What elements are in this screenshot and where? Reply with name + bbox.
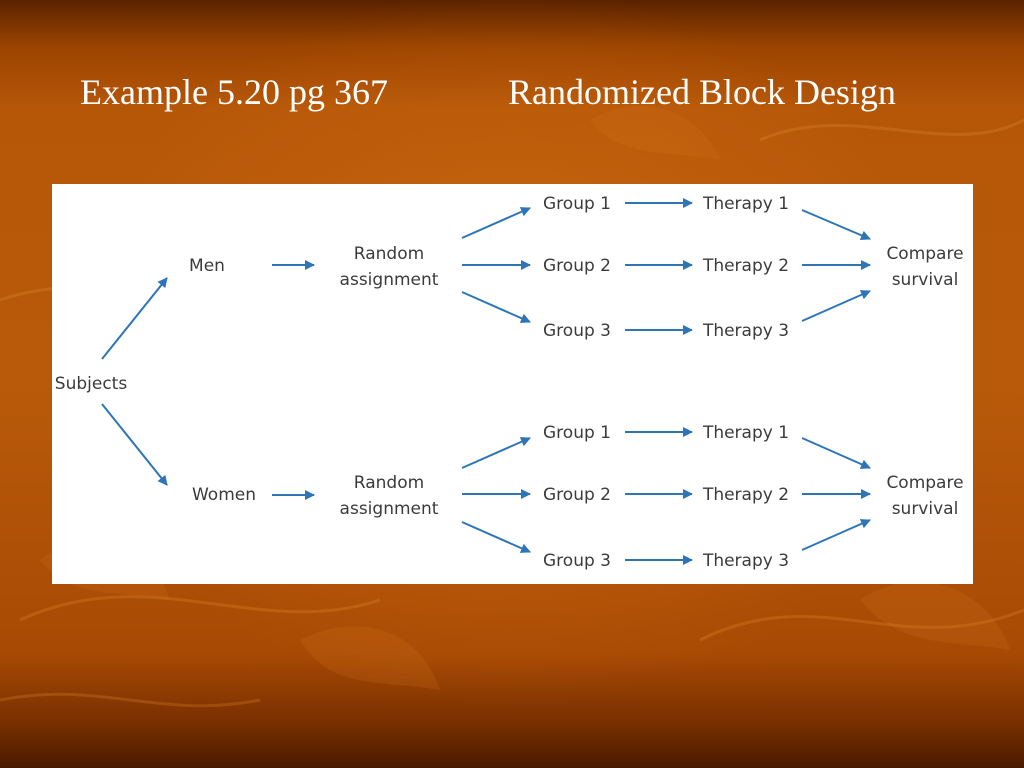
- slide-title-design: Randomized Block Design: [508, 72, 896, 112]
- arrow-women-therapy1-to-compare: [801, 437, 871, 469]
- arrow-men-therapy1-to-compare: [801, 209, 871, 241]
- arrow-men-assignment-to-group1: [461, 207, 531, 239]
- node-women-group-2: Group 2: [543, 485, 611, 505]
- node-women: Women: [192, 485, 256, 505]
- arrow-women-therapy3-to-compare: [801, 519, 871, 551]
- slide-title-example: Example 5.20 pg 367: [80, 72, 388, 112]
- node-men-assignment-line1: Random: [354, 244, 424, 264]
- node-women-therapy-1: Therapy 1: [702, 423, 789, 443]
- arrow-men-assignment-to-group3: [461, 291, 531, 323]
- node-men-group-3: Group 3: [543, 321, 611, 341]
- node-men-group-2: Group 2: [543, 256, 611, 276]
- diagram-nodes: Subjects Men Random assignment Group 1 G…: [55, 194, 964, 571]
- node-men-therapy-3: Therapy 3: [702, 321, 789, 341]
- arrow-men-therapy3-to-compare: [801, 290, 871, 322]
- diagram-arrows: [101, 198, 871, 565]
- node-women-therapy-2: Therapy 2: [702, 485, 789, 505]
- node-subjects: Subjects: [55, 374, 128, 394]
- node-women-assignment-line1: Random: [354, 473, 424, 493]
- node-men-therapy-1: Therapy 1: [702, 194, 789, 214]
- node-women-group-1: Group 1: [543, 423, 611, 443]
- slide-title: Example 5.20 pg 367 Randomized Block Des…: [80, 70, 980, 114]
- arrow-women-assignment-to-group3: [461, 521, 531, 553]
- node-women-assignment-line2: assignment: [340, 499, 439, 519]
- arrow-subjects-to-women: [101, 403, 168, 486]
- arrow-subjects-to-men: [101, 277, 168, 360]
- node-men-assignment-line2: assignment: [340, 270, 439, 290]
- node-women-compare-line2: survival: [892, 499, 959, 519]
- node-men-group-1: Group 1: [543, 194, 611, 214]
- node-men-therapy-2: Therapy 2: [702, 256, 789, 276]
- block-design-diagram: Subjects Men Random assignment Group 1 G…: [52, 184, 973, 584]
- diagram-canvas: Subjects Men Random assignment Group 1 G…: [55, 194, 964, 571]
- node-men-compare-line1: Compare: [886, 244, 963, 264]
- arrow-women-assignment-to-group1: [461, 437, 531, 469]
- node-women-group-3: Group 3: [543, 551, 611, 571]
- node-men: Men: [189, 256, 225, 276]
- node-women-therapy-3: Therapy 3: [702, 551, 789, 571]
- node-women-compare-line1: Compare: [886, 473, 963, 493]
- node-men-compare-line2: survival: [892, 270, 959, 290]
